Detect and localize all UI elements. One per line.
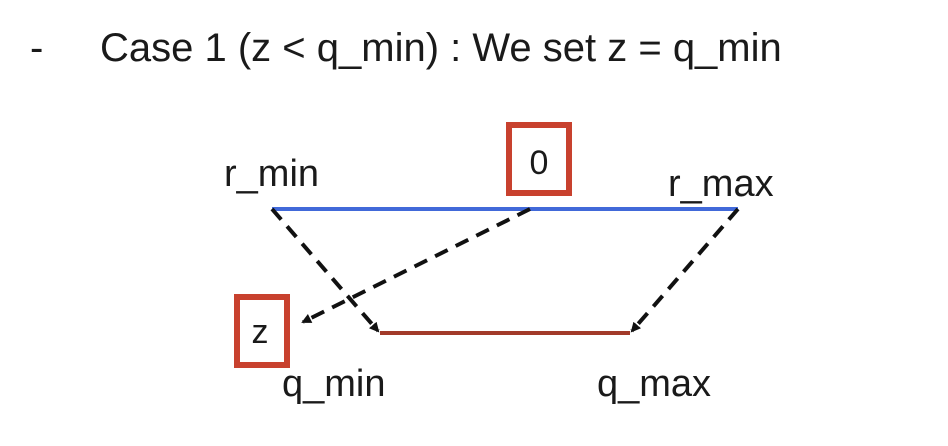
zero-box-label: 0 xyxy=(530,144,549,182)
arrow-rmin-to-qmin xyxy=(270,207,380,333)
case-heading: - Case 1 (z < q_min) : We set z = q_min xyxy=(30,18,782,78)
case-heading-text: Case 1 (z < q_min) : We set z = q_min xyxy=(100,26,782,70)
r-min-label: r_min xyxy=(224,153,319,195)
z-box: z xyxy=(234,294,290,368)
r-max-label: r_max xyxy=(668,163,774,205)
q-min-label: q_min xyxy=(282,363,386,405)
zero-box: 0 xyxy=(506,122,572,196)
q-max-label: q_max xyxy=(597,363,711,405)
arrow-zero-to-z xyxy=(301,207,531,324)
z-box-label: z xyxy=(252,313,269,351)
bullet-dash: - xyxy=(30,26,44,70)
arrow-rmax-to-qmax xyxy=(630,207,740,333)
